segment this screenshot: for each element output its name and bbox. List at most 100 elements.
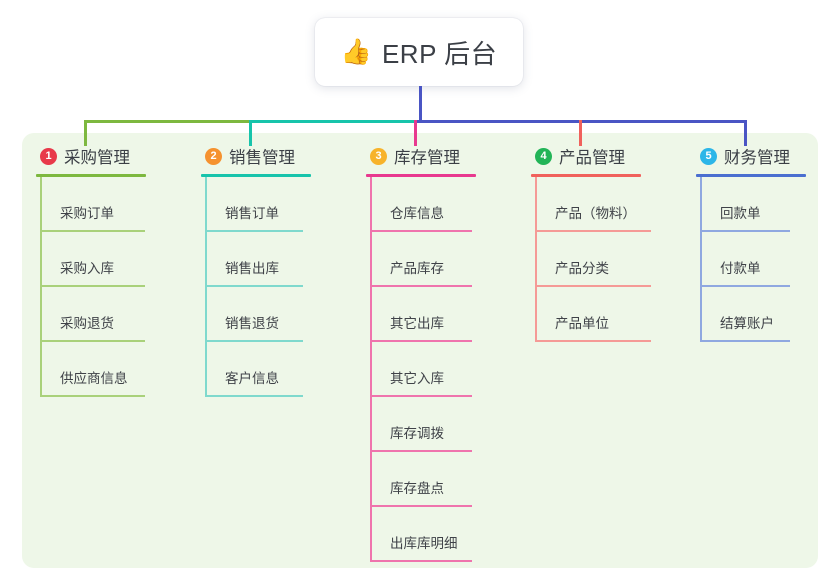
- module-title-2: 销售管理: [229, 149, 295, 167]
- submodule-item[interactable]: 回款单: [696, 177, 806, 232]
- connector-drop-4: [579, 120, 582, 146]
- submodule-underline: [700, 230, 790, 232]
- root-title: ERP 后台: [381, 38, 498, 69]
- submodule-label: 回款单: [720, 206, 761, 221]
- submodule-underline: [205, 230, 303, 232]
- connector-trunk: [419, 86, 422, 123]
- submodule-item[interactable]: 其它出库: [366, 287, 476, 342]
- submodule-item[interactable]: 出库库明细: [366, 507, 476, 562]
- connector-drop-5: [744, 120, 747, 146]
- submodule-label: 销售退货: [225, 316, 279, 331]
- module-header-3[interactable]: 3 库存管理: [366, 143, 476, 169]
- submodule-item[interactable]: 采购退货: [36, 287, 146, 342]
- module-column-5: 5 财务管理回款单付款单结算账户: [696, 143, 806, 342]
- submodule-underline: [40, 230, 145, 232]
- module-badge-4: 4: [535, 147, 552, 165]
- submodule-item[interactable]: 销售订单: [201, 177, 311, 232]
- module-underline-1: [36, 174, 146, 177]
- submodule-label: 采购退货: [60, 316, 114, 331]
- submodule-underline: [535, 285, 651, 287]
- submodule-stem-2: [205, 177, 207, 397]
- module-column-2: 2 销售管理销售订单销售出库销售退货客户信息: [201, 143, 311, 397]
- module-badge-1: 1: [40, 147, 57, 165]
- submodule-underline: [700, 340, 790, 342]
- module-underline-5: [696, 174, 806, 177]
- submodule-label: 出库库明细: [390, 536, 458, 551]
- submodule-stem-1: [40, 177, 42, 397]
- submodule-item[interactable]: 付款单: [696, 232, 806, 287]
- submodule-underline: [40, 285, 145, 287]
- submodule-list-1: 采购订单采购入库采购退货供应商信息: [36, 177, 146, 397]
- module-title-3: 库存管理: [394, 149, 460, 167]
- submodule-item[interactable]: 产品（物料）: [531, 177, 651, 232]
- module-column-3: 3 库存管理仓库信息产品库存其它出库其它入库库存调拨库存盘点出库库明细: [366, 143, 476, 562]
- submodule-item[interactable]: 库存调拨: [366, 397, 476, 452]
- module-header-2[interactable]: 2 销售管理: [201, 143, 311, 169]
- submodule-label: 采购入库: [60, 261, 114, 276]
- submodule-underline: [40, 340, 145, 342]
- submodule-underline: [205, 395, 303, 397]
- submodule-label: 客户信息: [225, 371, 279, 386]
- connector-bar-segment-4: [579, 120, 747, 123]
- connector-bar-segment-3: [414, 120, 582, 123]
- connector-drop-1: [84, 120, 87, 146]
- submodule-item[interactable]: 产品单位: [531, 287, 651, 342]
- submodule-label: 库存盘点: [390, 481, 444, 496]
- submodule-item[interactable]: 产品分类: [531, 232, 651, 287]
- root-node-card[interactable]: 👍 ERP 后台: [315, 18, 523, 86]
- submodule-item[interactable]: 采购订单: [36, 177, 146, 232]
- connector-bar-segment-2: [249, 120, 417, 123]
- submodule-underline: [370, 230, 472, 232]
- module-underline-3: [366, 174, 476, 177]
- submodule-item[interactable]: 客户信息: [201, 342, 311, 397]
- modules-panel: [22, 133, 818, 568]
- submodule-item[interactable]: 供应商信息: [36, 342, 146, 397]
- submodule-item[interactable]: 销售出库: [201, 232, 311, 287]
- connector-drop-3: [414, 120, 417, 146]
- submodule-underline: [370, 450, 472, 452]
- submodule-underline: [370, 395, 472, 397]
- submodule-label: 销售订单: [225, 206, 279, 221]
- submodule-item[interactable]: 结算账户: [696, 287, 806, 342]
- submodule-label: 库存调拨: [390, 426, 444, 441]
- submodule-label: 销售出库: [225, 261, 279, 276]
- submodule-label: 其它入库: [390, 371, 444, 386]
- submodule-item[interactable]: 其它入库: [366, 342, 476, 397]
- submodule-list-2: 销售订单销售出库销售退货客户信息: [201, 177, 311, 397]
- submodule-stem-3: [370, 177, 372, 562]
- submodule-label: 产品分类: [555, 261, 609, 276]
- submodule-label: 仓库信息: [390, 206, 444, 221]
- submodule-item[interactable]: 销售退货: [201, 287, 311, 342]
- submodule-underline: [535, 340, 651, 342]
- module-badge-5: 5: [700, 147, 717, 165]
- submodule-list-3: 仓库信息产品库存其它出库其它入库库存调拨库存盘点出库库明细: [366, 177, 476, 562]
- module-underline-4: [531, 174, 641, 177]
- submodule-item[interactable]: 仓库信息: [366, 177, 476, 232]
- connector-drop-2: [249, 120, 252, 146]
- module-underline-2: [201, 174, 311, 177]
- submodule-stem-5: [700, 177, 702, 342]
- submodule-item[interactable]: 库存盘点: [366, 452, 476, 507]
- submodule-label: 产品单位: [555, 316, 609, 331]
- submodule-label: 结算账户: [720, 316, 774, 331]
- submodule-label: 产品（物料）: [555, 206, 636, 221]
- submodule-label: 付款单: [720, 261, 761, 276]
- submodule-item[interactable]: 采购入库: [36, 232, 146, 287]
- submodule-underline: [370, 505, 472, 507]
- submodule-underline: [370, 340, 472, 342]
- submodule-item[interactable]: 产品库存: [366, 232, 476, 287]
- module-title-5: 财务管理: [724, 149, 790, 167]
- module-badge-2: 2: [205, 147, 222, 165]
- submodule-label: 采购订单: [60, 206, 114, 221]
- module-badge-3: 3: [370, 147, 387, 165]
- module-header-5[interactable]: 5 财务管理: [696, 143, 806, 169]
- submodule-underline: [370, 560, 472, 562]
- submodule-label: 产品库存: [390, 261, 444, 276]
- submodule-label: 供应商信息: [60, 371, 128, 386]
- submodule-list-5: 回款单付款单结算账户: [696, 177, 806, 342]
- submodule-list-4: 产品（物料） 产品分类产品单位: [531, 177, 651, 342]
